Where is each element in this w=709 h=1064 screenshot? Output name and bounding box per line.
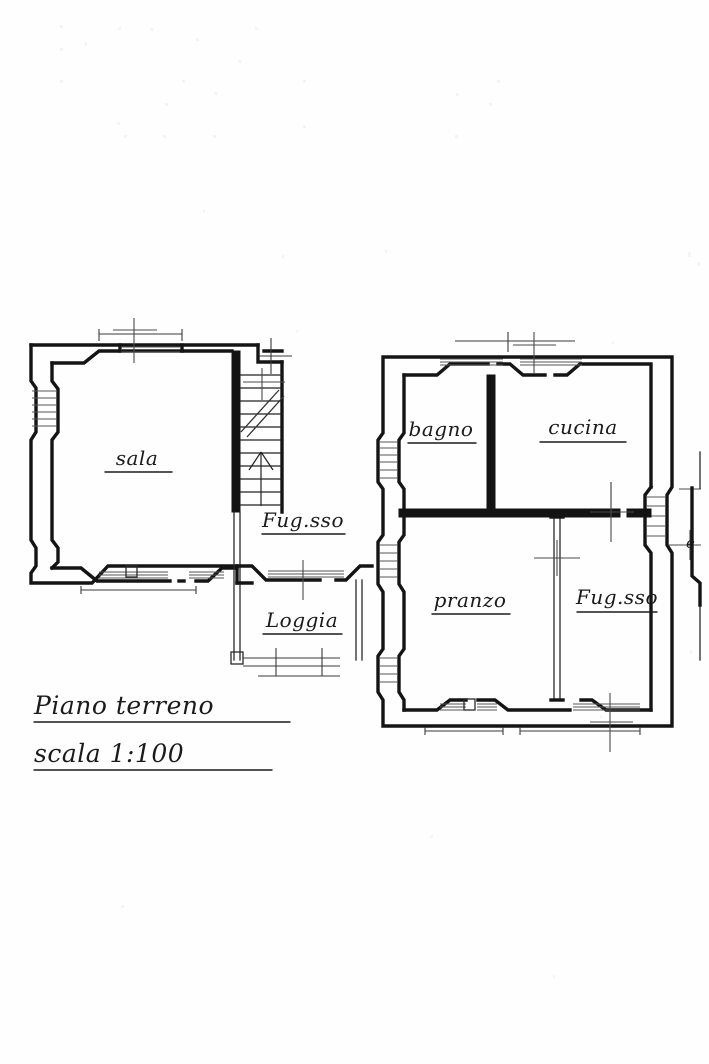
title-line-2: scala 1:100: [34, 739, 184, 768]
title-line-1: Piano terreno: [33, 691, 214, 720]
loggia-bottom-dimension: [243, 648, 340, 677]
label-cucina: cucina: [539, 415, 627, 443]
loggia-top-opening: [268, 570, 344, 578]
sala-window-mullion-marker: [125, 565, 138, 578]
sala-inner-wall-bottom-left: [50, 566, 172, 583]
window-south-disimpegno: [573, 703, 640, 711]
loggia-top-wall-right: [334, 564, 374, 582]
stair-core: [230, 338, 292, 665]
partition-bagno-cucina: [486, 374, 496, 514]
sala-top-dimension-lines: [98, 329, 183, 341]
right-wing-inner-wall-south-a: [402, 698, 468, 712]
right-wing-inner-wall-north-a: [402, 362, 490, 377]
east-lower-axis-tick: [668, 488, 701, 560]
loggia-area: [235, 560, 374, 677]
label-sala: sala: [104, 446, 173, 473]
stair-entry-axis: [259, 338, 292, 374]
label-cucina-text: cucina: [548, 415, 617, 439]
label-loggia-text: Loggia: [265, 608, 338, 632]
east-edge-partial-letter: e: [686, 534, 695, 552]
window-south-pranzo: [440, 698, 497, 711]
sala-dimension-lines: [80, 586, 197, 594]
staircase-axis-tick: [243, 368, 285, 400]
label-disimpegno-scala: Fug.sso: [261, 508, 346, 535]
door-west-lower: [379, 544, 398, 578]
right-wing-outer-wall: [376, 355, 674, 728]
title-block: Piano terreno scala 1:100: [33, 691, 291, 771]
sala-window-west: [32, 390, 57, 427]
sala-window-north: [118, 343, 184, 353]
right-wing: e: [376, 332, 702, 752]
staircase-up-arrow: [248, 451, 274, 506]
label-bagno-text: bagno: [409, 417, 474, 441]
south-window-axis-tick: [590, 693, 633, 752]
sala-inner-wall-bottom-right: [194, 566, 239, 583]
right-wing-inner-wall-west: [397, 373, 406, 712]
sala-window-south: [99, 565, 224, 579]
sala-inner-wall-left: [49, 361, 60, 571]
scan-speckles: [60, 25, 700, 978]
stair-landing-wall: [256, 343, 284, 364]
window-north-bagno: [440, 358, 503, 366]
partition-horizontal-mid: [398, 508, 621, 518]
right-wing-inner-wall-east: [643, 484, 654, 712]
door-west-bottom: [379, 657, 398, 683]
sala-window-axis-tick: [113, 318, 157, 363]
window-north-cucina: [520, 358, 582, 366]
label-bagno: bagno: [407, 417, 477, 444]
east-edge-cutoff-fragment: [690, 486, 702, 607]
label-disimpegno-destro-text: Fug.sso: [575, 585, 658, 609]
partition-horizontal-mid-east: [626, 508, 652, 518]
sala-outer-wall-left-bottom: [29, 343, 239, 585]
right-wing-inner-wall-north-c: [553, 362, 653, 489]
room-labels: sala Fug.sso Loggia bagno cucina pranzo: [104, 415, 658, 635]
north-window-axis-tick: [513, 332, 556, 374]
label-disimpegno-scala-text: Fug.sso: [261, 508, 344, 532]
south-window-mullion-marker: [463, 698, 476, 711]
door-west-upper: [379, 441, 398, 479]
pranzo-partition-axis-tick: [534, 540, 580, 576]
label-disimpegno-destro: Fug.sso: [575, 585, 658, 613]
label-loggia: Loggia: [262, 608, 343, 635]
right-wing-inner-wall-north-b: [496, 362, 547, 377]
sala-inner-wall-top: [50, 349, 234, 365]
label-pranzo: pranzo: [431, 588, 511, 615]
right-wing-top-dimension: [455, 332, 575, 352]
label-pranzo-text: pranzo: [434, 588, 507, 612]
right-wing-dimension-lines: [424, 727, 641, 735]
left-wing-sala: [29, 318, 260, 594]
staircase-break-line: [240, 389, 285, 438]
label-sala-text: sala: [116, 446, 159, 470]
right-wing-inner-wall-south-b: [476, 698, 572, 712]
loggia-top-wall-left: [235, 564, 322, 582]
spine-wall-vertical: [231, 350, 241, 513]
